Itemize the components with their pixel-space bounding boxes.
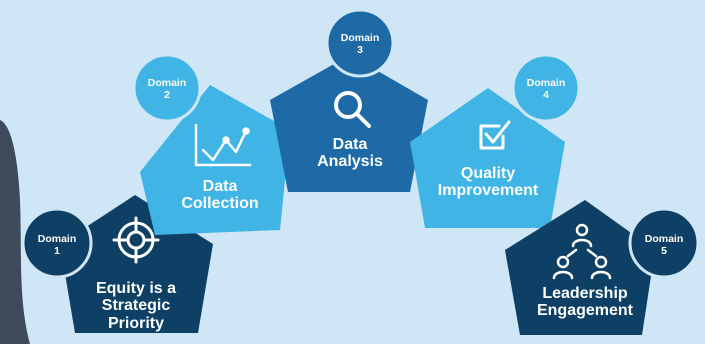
domain-1-badge-label: Domain 1	[27, 233, 87, 257]
domain-1-title-line-1: Equity is a	[95, 280, 177, 297]
domain-1-badge-word: Domain	[37, 233, 77, 245]
domain-3-badge-word: Domain	[340, 32, 380, 44]
domain-1-title: Equity is a Strategic Priority	[76, 280, 196, 332]
domain-2-badge	[132, 53, 202, 123]
domain-4-title: Quality Improvement	[418, 165, 558, 200]
people-network-icon	[552, 223, 612, 280]
domain-2-title-line-1: Data	[202, 178, 238, 195]
domain-3-badge-number: 3	[357, 43, 363, 56]
domain-4-title-line-1: Quality	[460, 165, 516, 182]
domain-2-badge-number: 2	[164, 88, 170, 101]
domain-4-badge	[511, 53, 581, 123]
domain-5-title-line-2: Engagement	[536, 302, 633, 320]
domain-4-pentagon	[410, 88, 565, 228]
domain-5-badge-word: Domain	[644, 233, 684, 245]
domain-1-badge	[21, 207, 93, 279]
domain-3-badge-label: Domain 3	[330, 32, 390, 56]
domain-4-badge-number: 4	[543, 88, 549, 101]
domain-3-badge	[325, 8, 395, 78]
magnifier-icon	[334, 91, 371, 128]
domain-4-badge-label: Domain 4	[516, 77, 576, 101]
domain-5-title-line-1: Leadership	[542, 285, 628, 302]
domain-4-badge-word: Domain	[526, 77, 566, 89]
domain-5-badge-label: Domain 5	[634, 233, 694, 257]
domain-4-title-line-2: Improvement	[437, 182, 539, 200]
domain-2-title-line-2: Collection	[181, 195, 259, 213]
domain-3-title: Data Analysis	[290, 136, 410, 171]
domain-1-badge-number: 1	[54, 244, 60, 257]
domain-2-title: Data Collection	[160, 178, 280, 213]
line-chart-icon	[194, 123, 252, 167]
checkbox-icon	[479, 120, 511, 150]
domain-3-title-line-2: Analysis	[317, 153, 383, 171]
domain-1-title-line-3: Priority	[107, 314, 164, 332]
domain-5-badge-number: 5	[661, 244, 667, 257]
target-crosshair-icon	[112, 216, 160, 264]
domain-2-pentagon	[140, 85, 290, 235]
domain-3-title-line-1: Data	[332, 136, 368, 153]
domain-2-badge-word: Domain	[147, 77, 187, 89]
domain-5-badge	[628, 207, 700, 279]
left-edge-shape	[0, 120, 30, 344]
domain-2-badge-label: Domain 2	[137, 77, 197, 101]
domain-3-pentagon	[270, 55, 428, 192]
domain-5-pentagon	[505, 200, 655, 335]
domain-1-title-line-2: Strategic	[101, 297, 171, 315]
domain-5-title: Leadership Engagement	[515, 285, 655, 320]
